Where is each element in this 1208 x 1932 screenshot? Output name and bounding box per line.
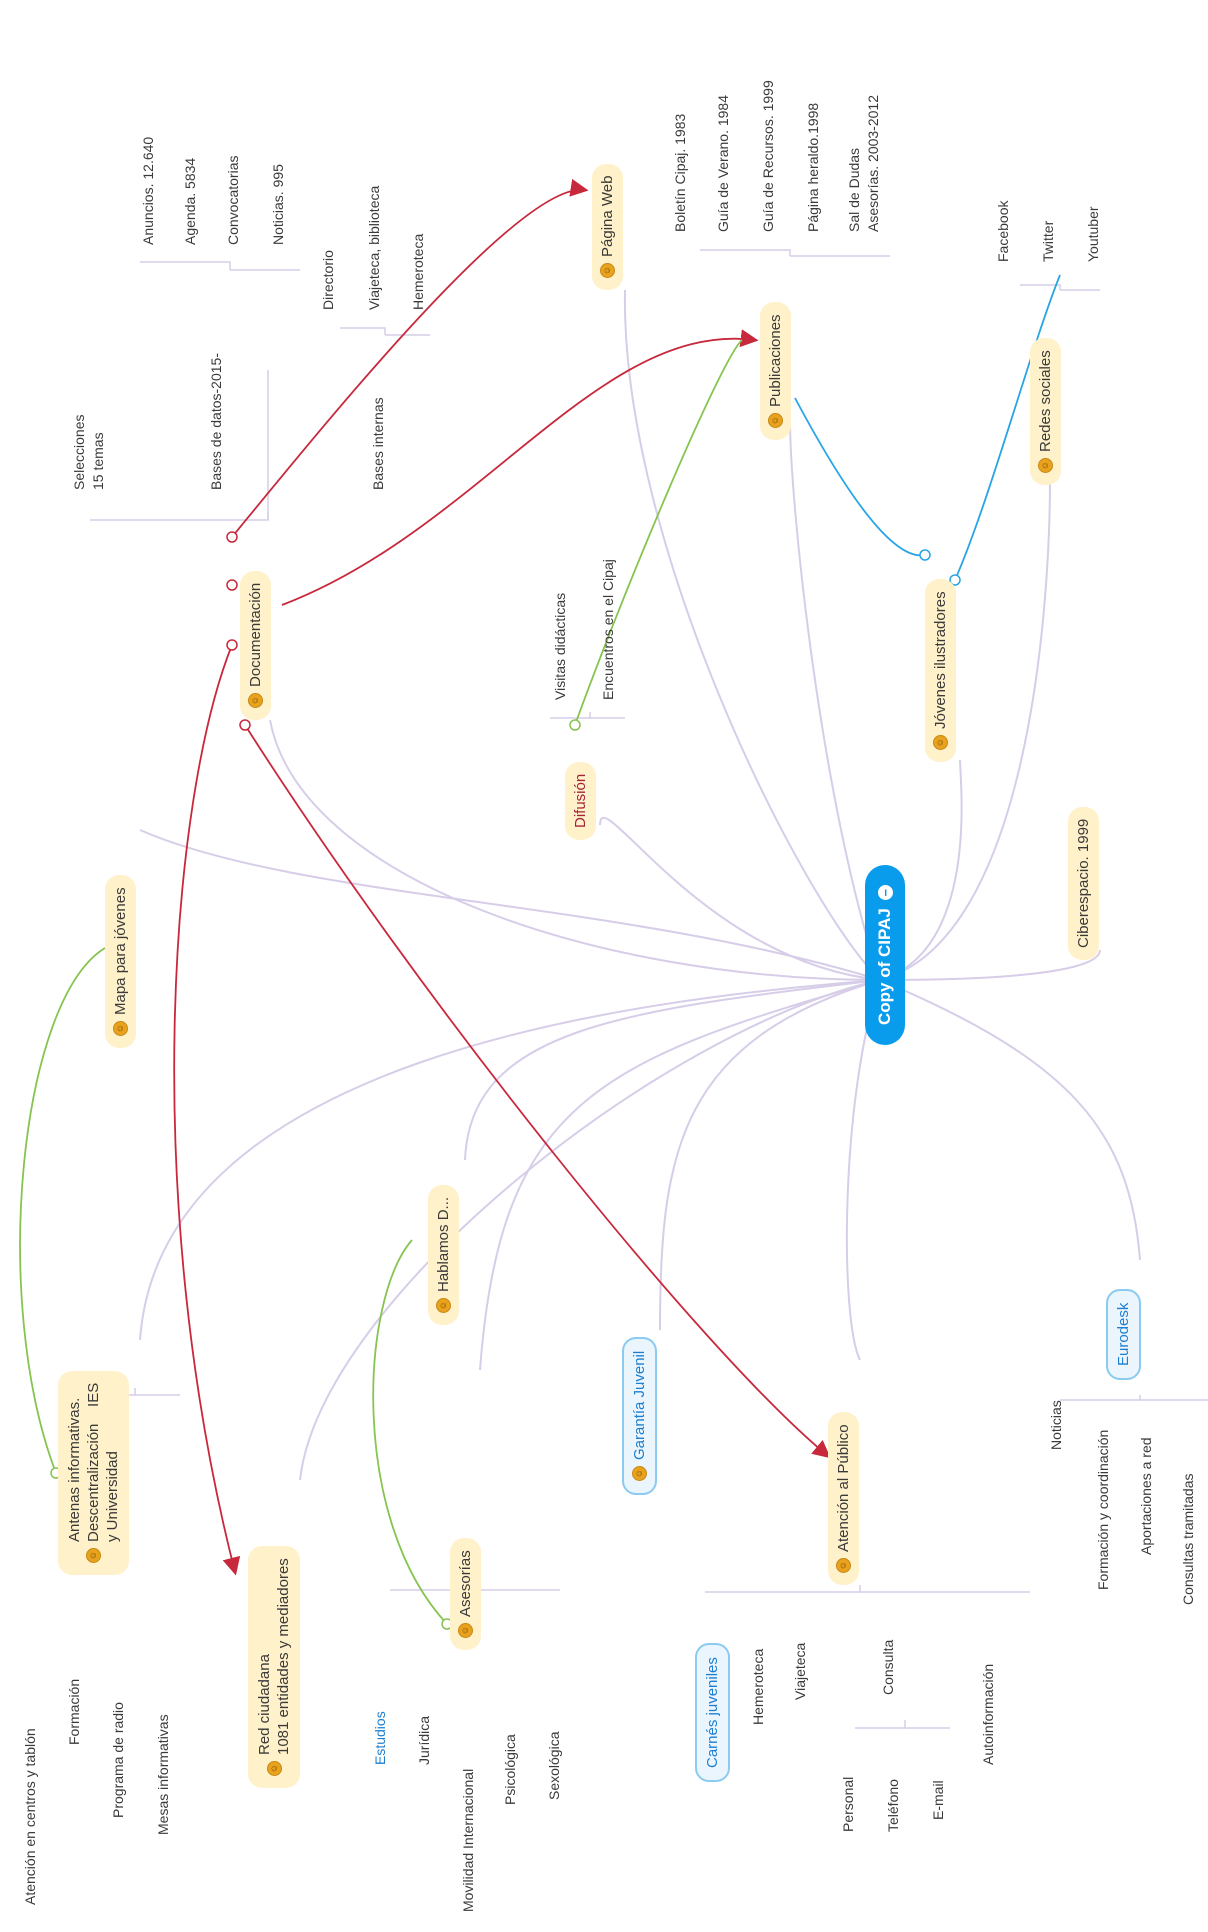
topic-label: Eurodesk bbox=[1115, 1302, 1132, 1366]
leaf-viajeteca-atencion[interactable]: Viajeteca bbox=[792, 1642, 808, 1700]
topic-redes-sociales[interactable]: ☺ Redes sociales bbox=[1030, 338, 1061, 485]
relation-lines bbox=[19, 178, 1061, 1625]
topic-label: Asesorías bbox=[457, 1550, 474, 1617]
smiley-icon: ☺ bbox=[436, 1298, 451, 1313]
topic-label: Publicaciones bbox=[767, 314, 784, 407]
leaf-noticias-eurodesk[interactable]: Noticias bbox=[1048, 1400, 1064, 1450]
leaf-guia-recursos[interactable]: Guía de Recursos. 1999 bbox=[760, 80, 776, 232]
leaf-aportaciones[interactable]: Aportaciones a red bbox=[1138, 1437, 1154, 1555]
topic-label: Garantía Juvenil bbox=[631, 1350, 648, 1460]
leaf-visitas[interactable]: Visitas didácticas bbox=[552, 592, 568, 700]
smiley-icon: ☺ bbox=[933, 735, 948, 750]
leaf-boletin[interactable]: Boletín Cipaj. 1983 bbox=[672, 113, 688, 232]
smiley-icon: ☺ bbox=[600, 263, 615, 278]
smiley-icon: ☺ bbox=[248, 693, 263, 708]
leaf-noticias-995[interactable]: Noticias. 995 bbox=[270, 164, 286, 245]
sub-branches bbox=[65, 249, 1208, 1729]
leaf-telefono[interactable]: Teléfono bbox=[885, 1779, 901, 1832]
relation-handles bbox=[50, 531, 961, 1630]
leaf-email[interactable]: E-mail bbox=[930, 1780, 946, 1820]
topic-red-ciudadana[interactable]: ☺ Red ciudadana 1081 entidades y mediado… bbox=[248, 1546, 300, 1788]
leaf-mesas[interactable]: Mesas informativas bbox=[155, 1714, 171, 1835]
leaf-juridica[interactable]: Jurídica bbox=[416, 1715, 432, 1765]
topic-garantia-juvenil[interactable]: ☺ Garantía Juvenil bbox=[622, 1336, 657, 1495]
leaf-atencion-centros[interactable]: Atención en centros y tablón bbox=[22, 1728, 38, 1905]
leaf-agenda[interactable]: Agenda. 5834 bbox=[182, 157, 198, 245]
topic-label: Página Web bbox=[599, 175, 616, 257]
topic-difusion[interactable]: Difusión bbox=[565, 761, 596, 840]
leaf-hemeroteca-doc[interactable]: Hemeroteca bbox=[410, 233, 426, 310]
leaf-estudios[interactable]: Estudios bbox=[372, 1711, 388, 1765]
topic-label: Red ciudadana 1081 entidades y mediadore… bbox=[256, 1558, 292, 1755]
topic-label: Carnés juveniles bbox=[704, 1657, 721, 1768]
leaf-bases-internas[interactable]: Bases internas bbox=[370, 397, 386, 490]
topic-label: Jóvenes ilustradores bbox=[932, 591, 949, 729]
smiley-icon: ☺ bbox=[768, 413, 783, 428]
central-topic[interactable]: Copy of CIPAJ − bbox=[865, 865, 905, 1045]
topic-atencion-publico[interactable]: ☺ Atención al Público bbox=[828, 1412, 859, 1585]
leaf-formacion-coordinacion[interactable]: Formación y coordinación bbox=[1095, 1429, 1111, 1590]
leaf-autoinformacion[interactable]: Autoinformación bbox=[980, 1663, 996, 1765]
main-branches bbox=[139, 289, 1141, 1481]
leaf-guia-verano[interactable]: Guía de Verano. 1984 bbox=[715, 95, 731, 232]
leaf-psicologica[interactable]: Psicológica bbox=[502, 1734, 518, 1805]
leaf-sal-dudas[interactable]: Sal de Dudas Asesorías. 2003-2012 bbox=[846, 95, 881, 232]
topic-label: Hablamos D... bbox=[435, 1196, 452, 1292]
smiley-icon: ☺ bbox=[632, 1466, 647, 1481]
topic-documentacion[interactable]: ☺ Documentación bbox=[240, 570, 271, 720]
leaf-movilidad[interactable]: Movilidad Internacional bbox=[460, 1768, 476, 1912]
topic-antenas[interactable]: ☺ Antenas informativas. Descentralizació… bbox=[58, 1370, 129, 1575]
topic-asesorias[interactable]: ☺ Asesorías bbox=[450, 1538, 481, 1650]
topic-mapa-jovenes[interactable]: ☺ Mapa para jóvenes bbox=[105, 875, 136, 1048]
topic-carnes-juveniles[interactable]: Carnés juveniles bbox=[695, 1643, 730, 1782]
topic-label: Redes sociales bbox=[1037, 350, 1054, 452]
topic-label: Documentación bbox=[247, 582, 264, 687]
smiley-icon: ☺ bbox=[86, 1548, 101, 1563]
central-topic-label: Copy of CIPAJ bbox=[875, 908, 894, 1025]
leaf-consulta[interactable]: Consulta bbox=[880, 1639, 896, 1695]
topic-label: Difusión bbox=[572, 773, 589, 828]
leaf-selecciones[interactable]: Selecciones 15 temas bbox=[71, 414, 106, 491]
topic-jovenes-ilustradores[interactable]: ☺ Jóvenes ilustradores bbox=[925, 579, 956, 762]
leaf-consultas-tramitadas[interactable]: Consultas tramitadas bbox=[1180, 1473, 1196, 1605]
leaf-bases-datos[interactable]: Bases de datos-2015- bbox=[208, 353, 224, 490]
topic-label: Ciberespacio. 1999 bbox=[1075, 818, 1092, 948]
leaf-personal[interactable]: Personal bbox=[840, 1776, 856, 1832]
smiley-icon: ☺ bbox=[266, 1761, 282, 1776]
smiley-icon: ☺ bbox=[1038, 458, 1053, 473]
smiley-icon: ☺ bbox=[458, 1623, 473, 1638]
leaf-twitter[interactable]: Twitter bbox=[1040, 220, 1056, 262]
leaf-convocatorias[interactable]: Convocatorias bbox=[225, 155, 241, 246]
leaf-programa-radio[interactable]: Programa de radio bbox=[110, 1702, 126, 1818]
leaf-pagina-heraldo[interactable]: Página heraldo.1998 bbox=[805, 102, 821, 232]
topic-hablamos[interactable]: ☺ Hablamos D... bbox=[428, 1184, 459, 1325]
leaf-formacion[interactable]: Formación bbox=[66, 1678, 82, 1745]
leaf-encuentros[interactable]: Encuentros en el Cipaj bbox=[600, 559, 616, 700]
smiley-icon: ☺ bbox=[836, 1558, 851, 1573]
topic-ciberespacio[interactable]: Ciberespacio. 1999 bbox=[1068, 806, 1099, 960]
topic-label: Mapa para jóvenes bbox=[112, 887, 129, 1015]
topic-eurodesk[interactable]: Eurodesk bbox=[1106, 1288, 1141, 1380]
leaf-hemeroteca-atencion[interactable]: Hemeroteca bbox=[750, 1648, 766, 1725]
leaf-facebook[interactable]: Facebook bbox=[995, 200, 1011, 262]
leaf-anuncios[interactable]: Anuncios. 12.640 bbox=[140, 136, 156, 245]
topic-publicaciones[interactable]: ☺ Publicaciones bbox=[760, 302, 791, 440]
leaf-viajeteca-biblioteca[interactable]: Viajeteca, biblioteca bbox=[366, 185, 382, 310]
leaf-sexologica[interactable]: Sexológica bbox=[546, 1731, 562, 1801]
smiley-icon: ☺ bbox=[113, 1021, 128, 1036]
topic-label: Atención al Público bbox=[835, 1424, 852, 1552]
leaf-directorio[interactable]: Directorio bbox=[320, 250, 336, 310]
topic-label: Antenas informativas. Descentralización … bbox=[66, 1382, 121, 1542]
leaf-youtuber[interactable]: Youtuber bbox=[1085, 206, 1101, 262]
collapse-icon[interactable]: − bbox=[877, 885, 893, 901]
topic-pagina-web[interactable]: ☺ Página Web bbox=[592, 163, 623, 290]
